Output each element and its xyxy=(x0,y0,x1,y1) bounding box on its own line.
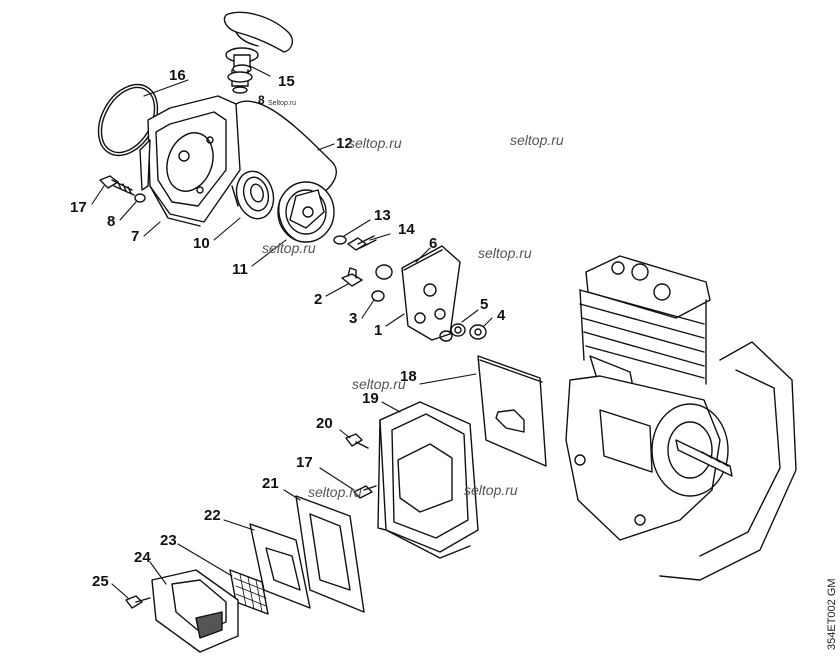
callout-1: 1 xyxy=(374,322,383,339)
callout-7: 7 xyxy=(131,228,140,245)
pawl-carrier xyxy=(401,245,461,341)
callout-8-top: 8 xyxy=(258,93,265,107)
callout-11: 11 xyxy=(232,261,248,278)
callout-10: 10 xyxy=(193,235,210,252)
callout-17-upper: 17 xyxy=(70,199,87,216)
watermark-6: seltop.ru xyxy=(464,482,518,498)
callout-5: 5 xyxy=(480,296,489,313)
callout-3: 3 xyxy=(349,310,358,327)
drawing-code: 354ET002 GM xyxy=(826,578,838,650)
callout-17-lower: 17 xyxy=(296,454,313,471)
watermark-1: seltop.ru xyxy=(510,132,564,148)
screw-17-lower xyxy=(353,485,377,499)
washer-8 xyxy=(134,193,146,203)
callout-6: 6 xyxy=(429,235,438,252)
callout-24: 24 xyxy=(134,549,151,566)
screw-20 xyxy=(345,433,369,449)
screw-25 xyxy=(125,595,151,609)
callout-4: 4 xyxy=(497,307,506,324)
gasket-18 xyxy=(477,355,547,467)
rewind-spring xyxy=(231,170,275,220)
watermark-3: seltop.ru xyxy=(478,245,532,261)
spark-screen-23 xyxy=(229,569,269,615)
callout-8: 8 xyxy=(107,213,116,230)
nut-4 xyxy=(469,324,487,340)
washer-5 xyxy=(450,323,466,337)
callout-13: 13 xyxy=(374,207,391,224)
engine-cylinder xyxy=(579,255,711,393)
callout-22: 22 xyxy=(204,507,221,524)
callout-25: 25 xyxy=(92,573,109,590)
washer-5b xyxy=(439,330,453,342)
nut-6-small xyxy=(375,264,393,280)
fan-housing xyxy=(139,95,241,227)
screw-14 xyxy=(347,235,377,251)
spark-cover-22 xyxy=(249,523,311,609)
callout-15: 15 xyxy=(278,73,295,90)
baffle-24 xyxy=(151,569,239,653)
starter-rope xyxy=(235,100,337,197)
callout-23: 23 xyxy=(160,532,177,549)
rope-rotor xyxy=(277,181,335,243)
callout-20: 20 xyxy=(316,415,333,432)
spring-3 xyxy=(371,290,385,302)
washer-13 xyxy=(333,235,347,245)
engine-crankcase xyxy=(565,341,797,581)
pawl-2 xyxy=(341,267,363,287)
gasket-21 xyxy=(295,495,365,613)
callout-16: 16 xyxy=(169,67,186,84)
screw-17-upper xyxy=(99,175,135,196)
callout-14: 14 xyxy=(398,221,415,238)
watermark-logo: Seltop.ru xyxy=(268,100,297,107)
watermark-7: seltop.ru xyxy=(308,484,362,500)
leader-lines xyxy=(91,65,493,599)
callout-18: 18 xyxy=(400,368,417,385)
watermark-4: seltop.ru xyxy=(262,240,316,256)
muffler-19 xyxy=(377,401,479,559)
watermark-5: seltop.ru xyxy=(352,376,406,392)
callout-2: 2 xyxy=(314,291,323,308)
callout-12: 12 xyxy=(336,135,353,152)
callout-21: 21 xyxy=(262,475,279,492)
watermark-2: seltop.ru xyxy=(348,135,402,151)
callout-19: 19 xyxy=(362,390,379,407)
starter-handle xyxy=(223,11,294,94)
